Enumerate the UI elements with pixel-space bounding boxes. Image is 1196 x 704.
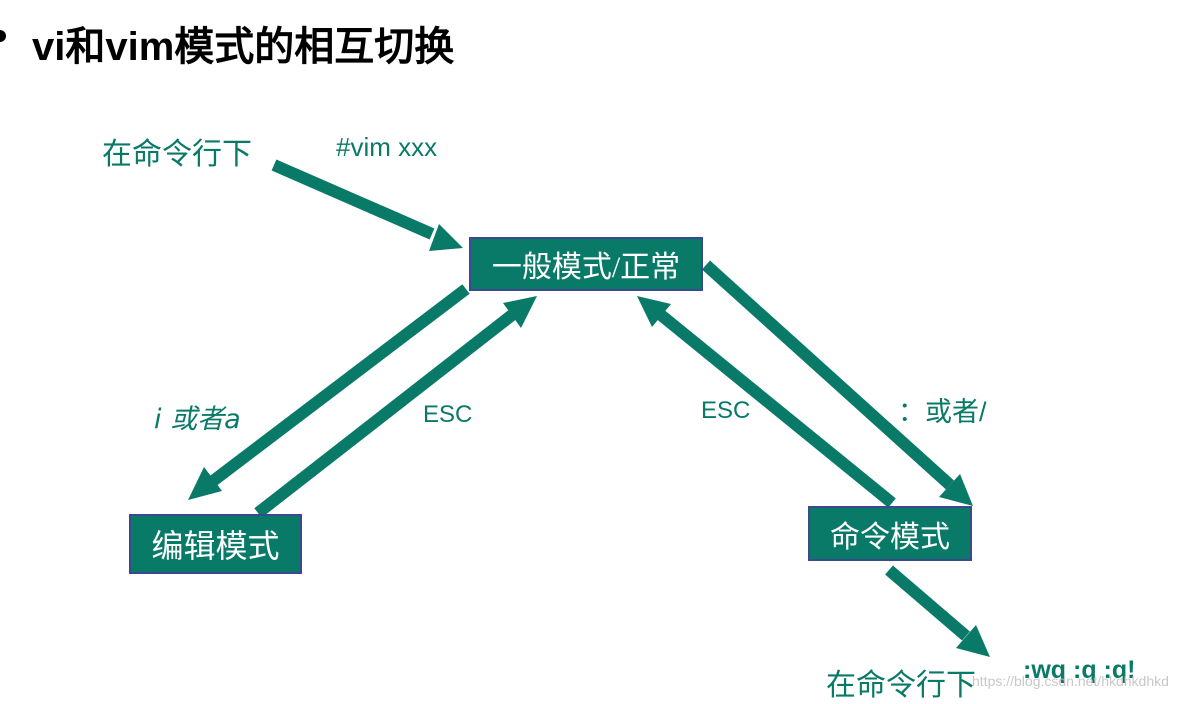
start-prompt-label: 在命令行下 xyxy=(102,138,252,171)
to-command-label: ：或者/ xyxy=(898,397,987,427)
command-to-normal-label: ESC xyxy=(701,397,751,424)
page-title: vi和vim模式的相互切换 xyxy=(32,25,455,69)
arrow-start-to-normal xyxy=(271,159,463,251)
start-command-label: #vim xxx xyxy=(336,132,438,162)
to-edit-label: i 或者a xyxy=(154,404,241,435)
watermark: https://blog.csdn.net/hkdhkdhkd xyxy=(972,673,1169,689)
edit-mode-node: 编辑模式 xyxy=(129,514,302,574)
command-mode-node: 命令模式 xyxy=(808,506,972,561)
title-bullet xyxy=(0,30,6,42)
arrow-command-to-end xyxy=(885,565,990,657)
quit-commands-label: :wq :q :q! xyxy=(1023,656,1136,684)
arrow-normal-to-command xyxy=(701,260,973,506)
end-prompt-label: 在命令行下 xyxy=(826,669,976,702)
arrow-command-to-normal xyxy=(637,296,896,508)
arrow-normal-to-edit xyxy=(188,284,470,500)
normal-mode-node: 一般模式/正常 xyxy=(469,237,703,291)
edit-to-normal-label: ESC xyxy=(423,401,473,428)
arrow-edit-to-normal xyxy=(254,296,537,518)
